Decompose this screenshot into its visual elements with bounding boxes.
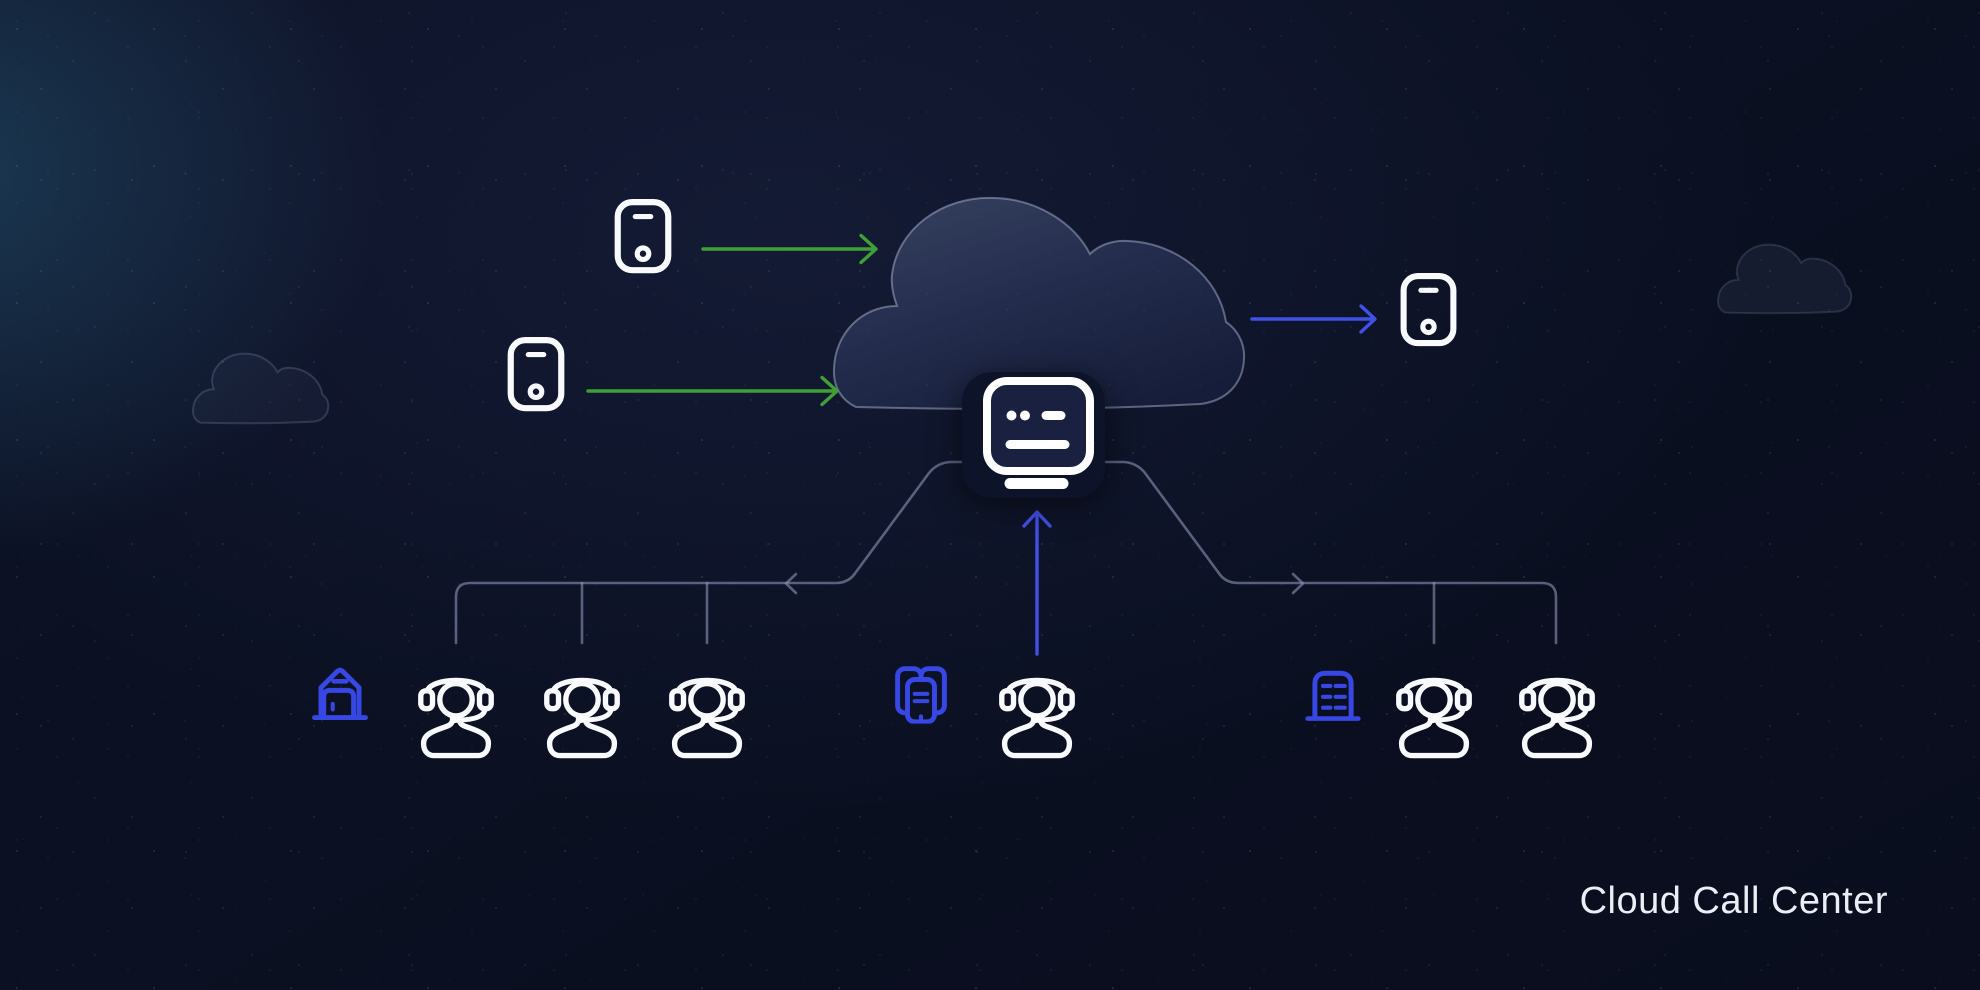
caller-phone-2-icon [511,340,562,408]
background-cloud-left-icon [191,352,330,425]
directory-icon [1308,673,1359,718]
arrowhead-green-top-icon [859,233,878,265]
arrow-inbound-top [701,233,878,265]
agent-icon-4 [1002,680,1072,755]
agent-icon-3 [672,680,742,755]
arrow-outbound [1250,304,1377,334]
phone-stack-icon [898,669,945,722]
caller-phone-1-icon [618,202,669,270]
arrow-inbound-bottom [586,375,839,407]
outbound-phone-icon [1404,276,1454,343]
arrow-agent-up [1022,510,1052,656]
connector-left-bracket [454,460,970,645]
diagram-title: Cloud Call Center [1579,880,1888,922]
agent-icon-5 [1399,680,1469,755]
office-icon [315,670,366,717]
agent-icon-6 [1522,680,1592,755]
arrowhead-right-icon [1291,572,1305,595]
agent-icon-1 [421,680,491,755]
routing-console-icon [962,372,1105,498]
arrowhead-green-bottom-icon [820,375,839,407]
connector-right-bracket [1100,460,1558,645]
arrowhead-blue-right-icon [1359,304,1377,334]
arrowhead-blue-up-icon [1022,510,1052,528]
background-cloud-right-icon [1716,243,1853,315]
arrowhead-left-icon [784,572,798,595]
agent-icon-2 [547,680,617,755]
